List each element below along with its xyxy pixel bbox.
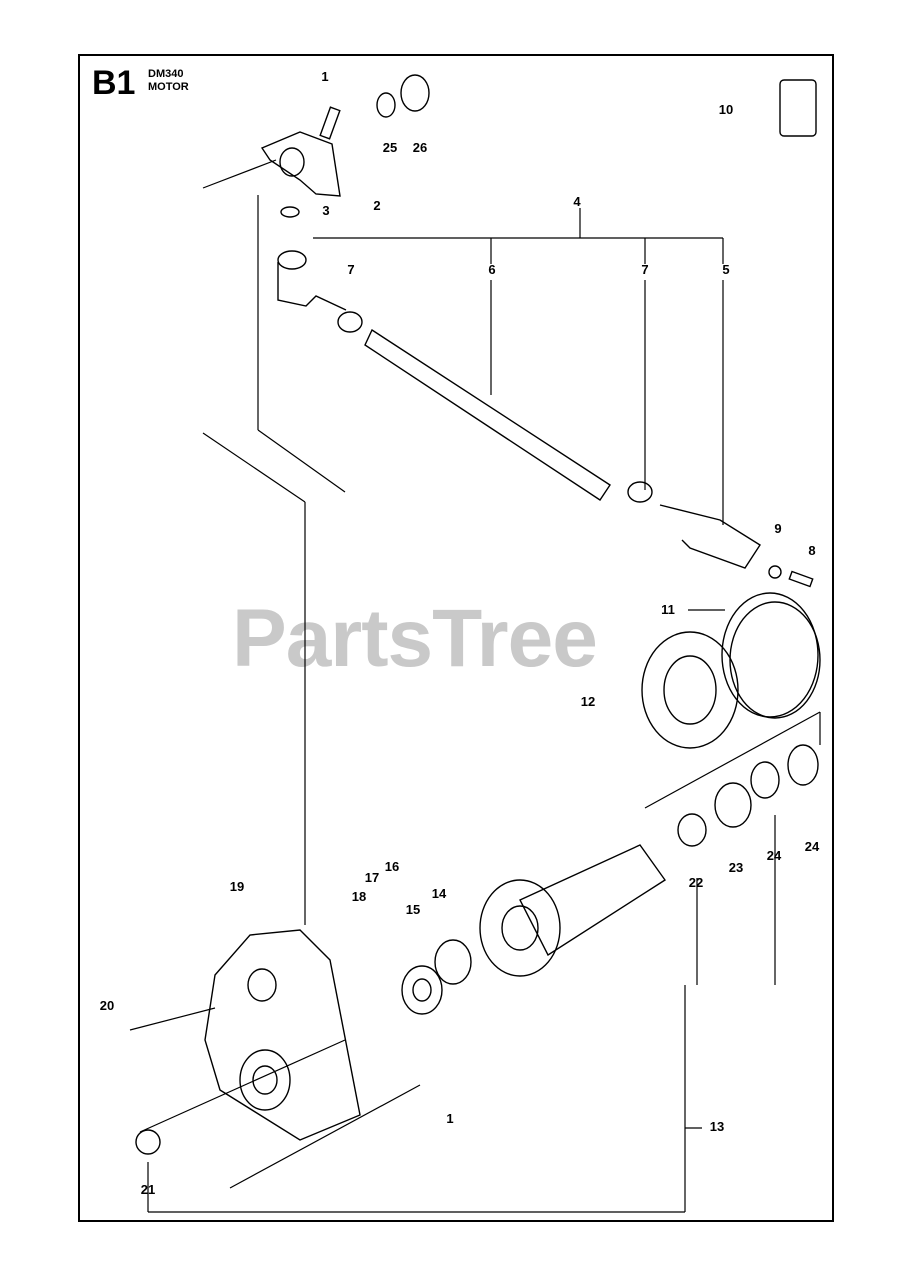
callout-label: 8: [808, 543, 815, 558]
callout-label: 4: [573, 194, 581, 209]
model-title: DM340 MOTOR: [148, 68, 189, 94]
callout-label: 6: [488, 262, 495, 277]
callout-label: 24: [767, 848, 782, 863]
callout-label: 7: [641, 262, 648, 277]
callout-label: 15: [406, 902, 420, 917]
callout-label: 12: [581, 694, 595, 709]
section-code: B1: [92, 64, 136, 102]
callout-label: 21: [141, 1182, 155, 1197]
callout-label: 13: [710, 1119, 724, 1134]
callout-label: 24: [805, 839, 820, 854]
leader-lines: [129, 159, 821, 1213]
callout-label: 17: [365, 870, 379, 885]
callout-label: 10: [719, 102, 733, 117]
callout-label: 5: [722, 262, 729, 277]
callout-label: 9: [774, 521, 781, 536]
part-outlines: [135, 74, 821, 1155]
callout-label: 1: [446, 1111, 453, 1126]
callout-label: 14: [432, 886, 447, 901]
callout-label: 3: [322, 203, 329, 218]
callout-label: 19: [230, 879, 244, 894]
callout-label: 1: [321, 69, 328, 84]
callout-label: 26: [413, 140, 427, 155]
callout-label: 22: [689, 875, 703, 890]
model-number: DM340: [148, 68, 184, 80]
callout-label: 7: [347, 262, 354, 277]
assembly-name: MOTOR: [148, 81, 189, 93]
callout-label: 25: [383, 140, 397, 155]
callout-label: 18: [352, 889, 366, 904]
watermark: PartsTree: [232, 593, 598, 684]
callout-label: 2: [373, 198, 380, 213]
drawing-frame: [78, 54, 834, 1222]
callout-label: 23: [729, 860, 743, 875]
callout-label: 11: [661, 602, 675, 617]
callout-label: 20: [100, 998, 114, 1013]
callout-label: 16: [385, 859, 399, 874]
